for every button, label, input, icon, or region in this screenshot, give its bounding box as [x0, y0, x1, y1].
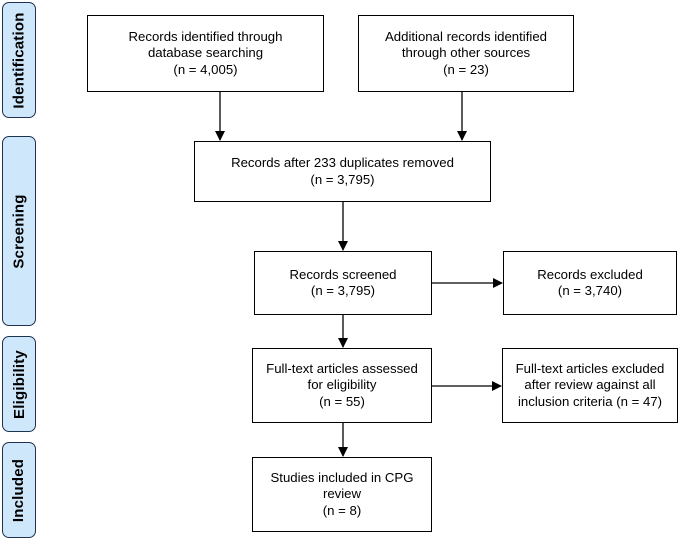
box-text-line: review: [322, 486, 362, 502]
box-text-line: Records screened: [289, 266, 397, 282]
box-other-sources: Additional records identified through ot…: [358, 15, 574, 92]
box-fulltext-excluded: Full-text articles excluded after review…: [502, 348, 678, 423]
box-text-line: inclusion criteria (n = 47): [517, 393, 663, 409]
box-text-line: (n = 23): [443, 61, 489, 77]
box-text-line: database searching: [147, 45, 264, 61]
box-text-line: (n = 55): [319, 393, 365, 409]
box-text-line: (n = 8): [322, 502, 362, 518]
box-text-line: (n = 3,795): [310, 283, 376, 298]
box-text-line: Records excluded: [537, 266, 643, 282]
box-studies-included: Studies included in CPG review (n = 8): [252, 457, 432, 532]
box-text-line: Records after 233 duplicates removed: [231, 155, 454, 170]
box-after-duplicates: Records after 233 duplicates removed (n …: [194, 141, 491, 202]
box-text-line: for eligibility: [307, 377, 377, 393]
box-fulltext-assessed: Full-text articles assessed for eligibil…: [252, 348, 432, 423]
box-text-line: Records identified through: [128, 28, 283, 44]
box-text-line: (n = 3,740): [557, 283, 623, 298]
stage-screening: Screening: [2, 136, 36, 326]
box-text-line: (n = 3,795): [310, 171, 375, 187]
box-text-line: Full-text articles assessed: [266, 360, 418, 376]
box-text-line: Studies included in CPG: [270, 469, 414, 485]
box-text-line: through other sources: [401, 45, 531, 61]
stage-identification: Identification: [2, 2, 36, 118]
box-records-screened: Records screened (n = 3,795): [254, 251, 432, 315]
stage-eligibility: Eligibility: [2, 336, 36, 432]
box-database-records: Records identified through database sear…: [87, 15, 324, 92]
box-text-line: Additional records identified: [384, 28, 547, 44]
box-text-line: Full-text articles excluded: [515, 360, 665, 376]
box-text-line: after review against all: [524, 377, 656, 393]
stage-included: Included: [2, 442, 36, 538]
box-records-excluded: Records excluded (n = 3,740): [503, 251, 677, 315]
box-text-line: (n = 4,005): [173, 61, 238, 77]
